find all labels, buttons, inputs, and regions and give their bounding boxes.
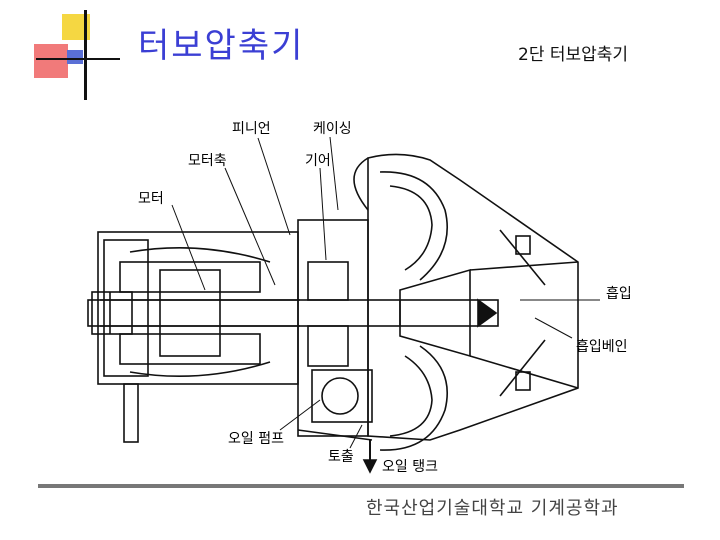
decor-horizontal-line [36,58,120,60]
label-suction-vane: 흡입베인 [576,339,628,355]
motor-housing [97,231,300,443]
shaft [87,291,499,335]
slide-title: 터보압축기 [138,26,305,66]
compressor-casing [353,153,579,451]
label-pinion: 피니언 [232,121,271,137]
label-casing: 케이싱 [313,121,352,137]
decor-blue-square [67,50,83,64]
discharge-arrow [362,440,378,474]
label-motor-shaft: 모터축 [188,153,227,169]
decor-red-square [34,44,68,78]
label-gear: 기어 [305,153,331,169]
label-oil-pump: 오일 펌프 [228,431,284,447]
slide-subtitle: 2단 터보압축기 [518,45,629,65]
label-motor: 모터 [138,191,164,207]
footer-divider [38,484,684,488]
label-suction: 흡입 [606,286,632,302]
footer-text: 한국산업기술대학교 기계공학과 [366,498,619,519]
label-discharge: 토출 [328,449,354,465]
decor-vertical-line [84,10,87,100]
gear-box [297,219,373,441]
label-oil-tank: 오일 탱크 [382,459,438,475]
